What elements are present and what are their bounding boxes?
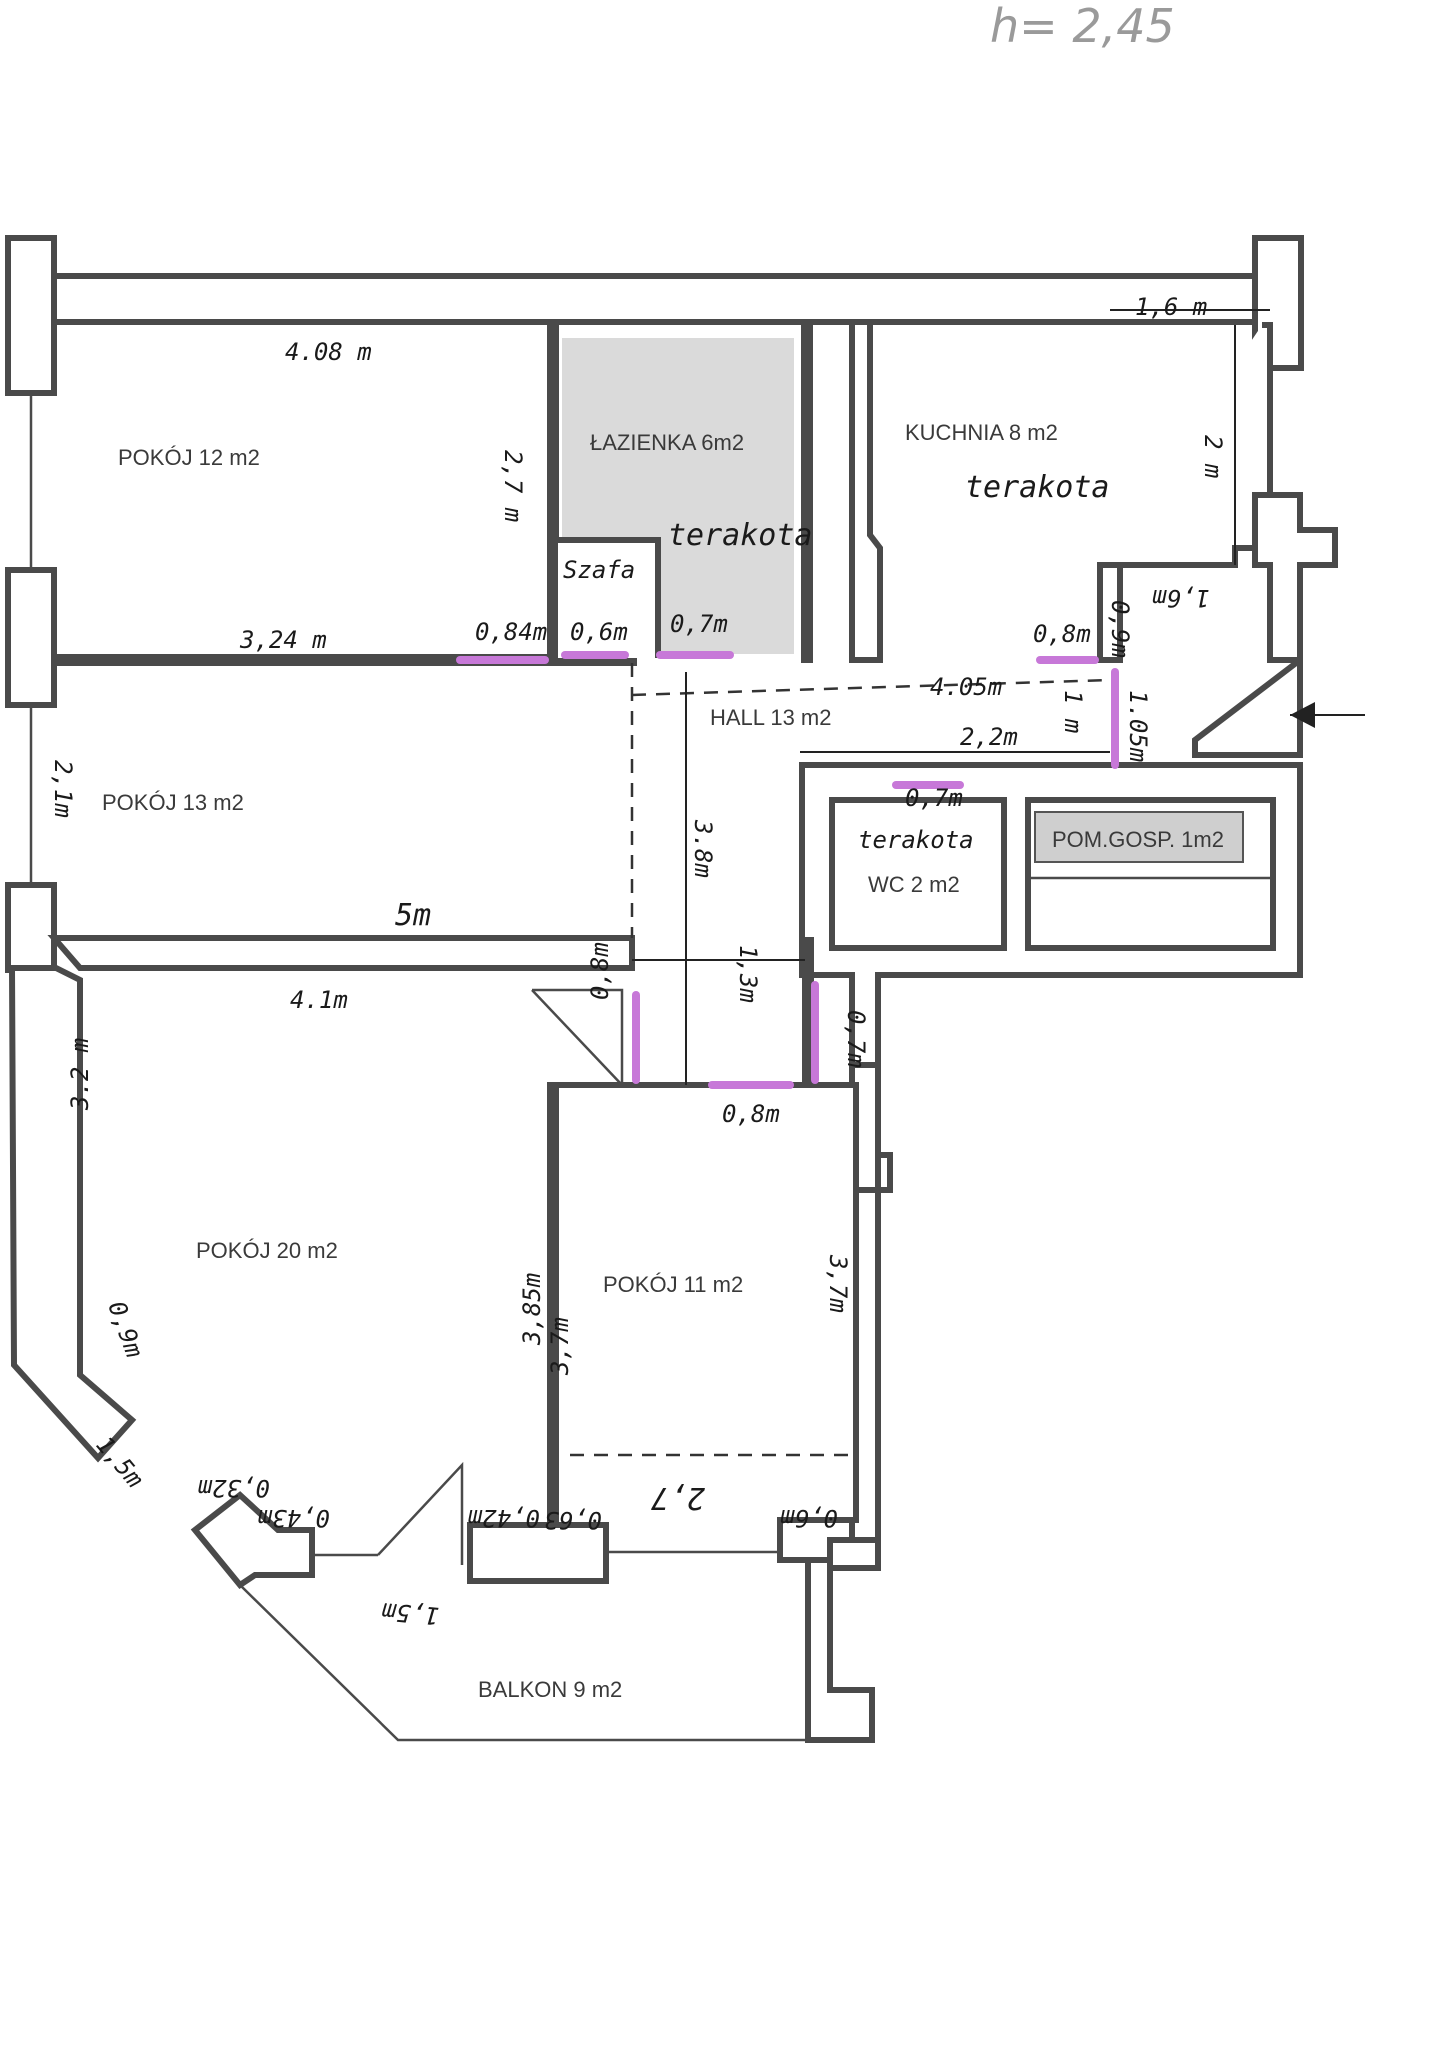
- dim-324: 3,24 m: [239, 626, 327, 654]
- height-note: h= 2,45: [990, 0, 1175, 53]
- left-outer-wall: [8, 965, 137, 1463]
- left-pillar-low: [5, 882, 57, 973]
- wall-pokoj11-right: [550, 1082, 875, 1743]
- dim-07wc: 0,7m: [905, 784, 963, 812]
- dimensions: 4.08 m 2,7 m 3,24 m 0,84m 0,6m 0,7m 1,6 …: [49, 293, 1227, 1630]
- dim-405: 4.05m: [930, 673, 1002, 701]
- wall-kuchnia-left: [849, 319, 883, 663]
- dim-38: 3.8m: [689, 819, 717, 878]
- dim-043: 0,43m: [258, 1504, 330, 1532]
- dashed-lines: [570, 663, 1111, 1457]
- left-pillar-top: [5, 235, 57, 396]
- wall-kuchnia-inner: [1097, 562, 1123, 663]
- note-terakota-wc: terakota: [858, 826, 974, 854]
- dim-105: 1.05m: [1124, 690, 1152, 762]
- label-balkon: BALKON 9 m2: [478, 1677, 622, 1702]
- dim-06: 0,6m: [570, 618, 628, 646]
- dimension-arrows: [632, 309, 1365, 1085]
- wall-lazienka-left: [547, 319, 559, 663]
- label-hall: HALL 13 m2: [710, 705, 831, 730]
- dim-385: 3,85m: [518, 1273, 546, 1346]
- wall-hall-diag-line: [531, 989, 623, 1086]
- notes: terakota terakota terakota Szafa: [563, 470, 1110, 854]
- dim-07: 0,7m: [670, 610, 728, 638]
- left-pillar-mid: [5, 567, 57, 708]
- dim-06b: 0,6m: [780, 1504, 838, 1532]
- wall-hall-door-diag: [532, 988, 624, 1085]
- wall-lazienka-right: [801, 319, 813, 663]
- doors: [456, 651, 1119, 1089]
- balcony-door: [377, 1461, 464, 1565]
- note-terakota-kuchnia: terakota: [965, 470, 1110, 505]
- walls: [5, 235, 1338, 1743]
- wall-p12-hall: [51, 654, 637, 666]
- dim-063: 0,63: [544, 1506, 602, 1534]
- wc-room: [829, 797, 1007, 951]
- label-pom-gosp: POM.GOSP. 1m2: [1052, 827, 1224, 852]
- window-pillar-left: [190, 1491, 315, 1590]
- dim-27b: 2,7: [651, 1480, 705, 1515]
- room-labels: POKÓJ 12 m2 ŁAZIENKA 6m2 KUCHNIA 8 m2 HA…: [102, 420, 1224, 1702]
- label-pokoj13: POKÓJ 13 m2: [102, 790, 244, 815]
- balcony-outline: [239, 1584, 874, 1742]
- wall-p13-p20: [47, 935, 635, 971]
- dim-21: 2,1m: [49, 760, 77, 818]
- dim-32: 3.2 m: [66, 1038, 94, 1111]
- dim-1: 1 m: [1059, 690, 1087, 733]
- label-pokoj20: POKÓJ 20 m2: [196, 1238, 338, 1263]
- wall-right-end: [827, 1537, 881, 1571]
- dim-37b: 3,7m: [546, 1317, 574, 1376]
- label-kuchnia: KUCHNIA 8 m2: [905, 420, 1058, 445]
- dim-13: 1,3m: [734, 945, 762, 1003]
- dim-41: 4.1m: [290, 986, 348, 1014]
- right-pillar-mid: [1252, 492, 1338, 663]
- dash-hall-top: [631, 678, 1111, 697]
- label-pokoj12: POKÓJ 12 m2: [118, 445, 260, 470]
- dim-08c: 0,8m: [722, 1100, 780, 1128]
- dim-084: 0,84m: [475, 618, 547, 646]
- label-lazienka: ŁAZIENKA 6m2: [590, 430, 744, 455]
- dim-27: 2,7 m: [499, 450, 527, 522]
- label-wc: WC 2 m2: [868, 872, 960, 897]
- dim-07b: 0,7m: [842, 1010, 870, 1068]
- note-terakota-lazienka: terakota: [668, 518, 813, 553]
- dim-5: 5m: [395, 898, 431, 933]
- note-szafa: Szafa: [563, 556, 635, 584]
- wall-notch: [855, 1155, 881, 1193]
- dim-09: 0,9m: [1106, 600, 1134, 658]
- dim-408: 4.08 m: [285, 338, 372, 366]
- dim-09b: 0,9m: [102, 1297, 148, 1361]
- window-pillar-center: [467, 1522, 609, 1584]
- pom-gosp-label-box: [1034, 811, 1244, 863]
- szafa-wall: [556, 537, 661, 658]
- entrance-arrow-head: [1290, 702, 1315, 728]
- dim-37: 3,7m: [824, 1254, 852, 1313]
- dim-08: 0,8m: [1033, 620, 1091, 648]
- top-outer-wall: [37, 273, 1265, 325]
- dim-22: 2,2m: [960, 723, 1018, 751]
- entrance-wall: [1192, 653, 1303, 758]
- label-pokoj11: POKÓJ 11 m2: [603, 1272, 743, 1297]
- dim-042: 0,42m: [468, 1504, 540, 1532]
- wall-hall-right-short: [802, 937, 814, 1088]
- dim-16b: 1,6m: [1152, 584, 1210, 612]
- dim-2: 2 m: [1199, 435, 1227, 478]
- dim-15: 1,5m: [90, 1431, 149, 1493]
- wall-pokoj11-left: [547, 1082, 559, 1528]
- szafa-box-fill: [558, 540, 658, 658]
- wall-kuchnia-right: [1100, 322, 1273, 568]
- dim-16: 1,6 m: [1135, 293, 1207, 321]
- dim-15b: 1,5m: [381, 1597, 441, 1630]
- dim-032: 0,32m: [198, 1474, 270, 1502]
- dim-08b: 0,8m: [586, 942, 614, 1000]
